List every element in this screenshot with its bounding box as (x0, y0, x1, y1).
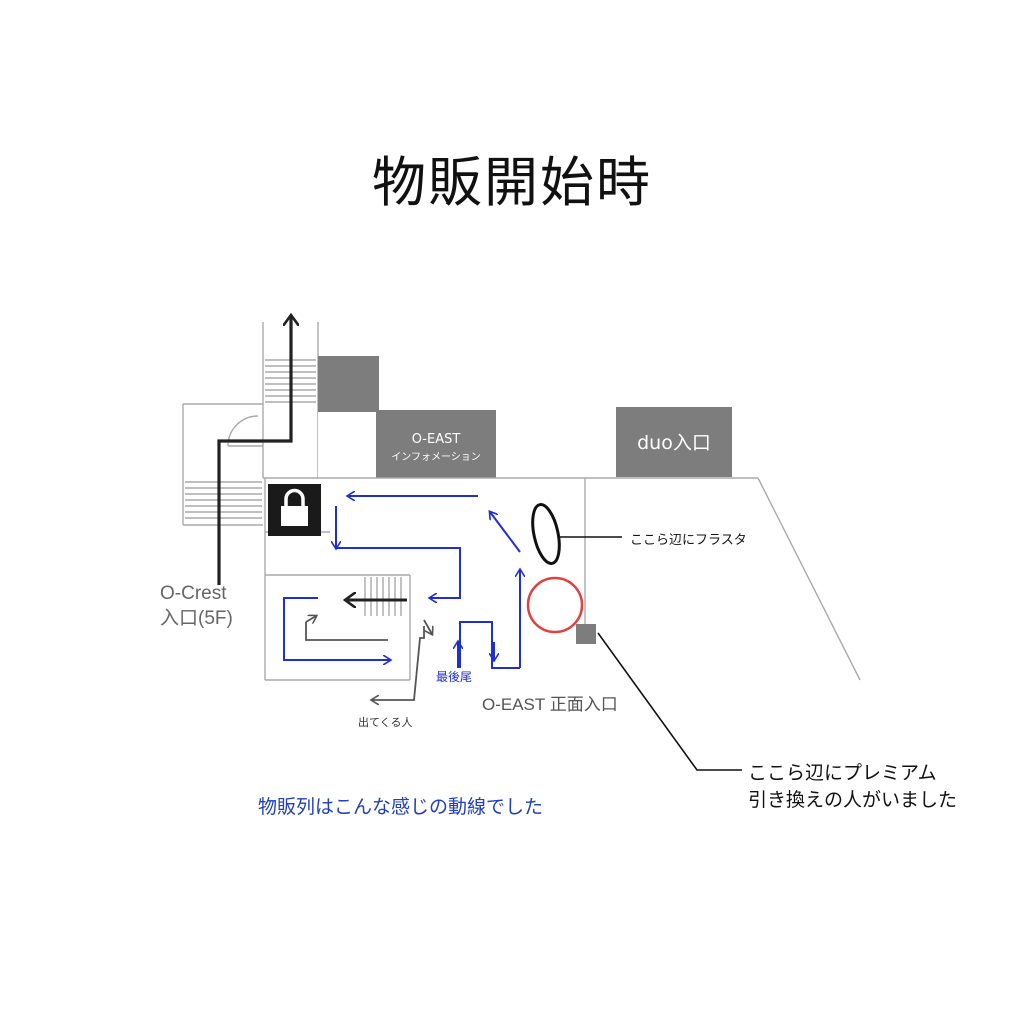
flower-stand-note: ここら辺にフラスタ (630, 533, 747, 548)
last-in-line-label: 最後尾 (436, 670, 472, 684)
exit-arrow-out (372, 626, 425, 700)
premium-exchange-note: ここら辺にプレミアム 引き換えの人がいました (748, 760, 957, 814)
small-gray-square (576, 624, 596, 644)
queue-arrow-tail (459, 621, 500, 669)
queue-route (283, 496, 521, 669)
duo-entrance-box (616, 407, 732, 477)
exit-arrow-down (423, 619, 432, 634)
floor-outline (263, 477, 861, 681)
duo-entrance-label: duo入口 (637, 432, 711, 454)
premium-note-line1: ここら辺にプレミアム (748, 762, 937, 784)
gray-block-upper (318, 356, 379, 412)
flower-stand-marker (531, 503, 561, 565)
queue-arrow-inner-loop (283, 597, 390, 660)
exit-route (305, 616, 432, 700)
premium-note-line2: 引き換えの人がいました (748, 789, 958, 811)
oeast-main-entrance-label: O-EAST 正面入口 (482, 695, 618, 714)
gray-block-middle (318, 412, 376, 478)
ocrest-route-arrow (217, 316, 291, 585)
route-caption: 物販列はこんな感じの動線でした (258, 796, 544, 818)
oeast-info-label: O-EAST (412, 432, 461, 447)
ocrest-entrance-label: 入口(5F) (160, 608, 233, 629)
ocrest-label: O-Crest (160, 583, 227, 604)
exit-arrow-inner-head (305, 616, 316, 622)
stair-treads-lower (185, 481, 262, 519)
oeast-information-box (376, 410, 496, 478)
people-exiting-label: 出てくる人 (358, 715, 412, 729)
left-stairwell (182, 322, 319, 526)
exit-arrow-inner (305, 622, 388, 641)
queue-arrow-diagonal (490, 512, 521, 553)
premium-leader (597, 632, 742, 771)
premium-exchange-marker (526, 576, 584, 634)
oeast-info-sublabel: インフォメーション (391, 452, 481, 463)
queue-arrow-middle (336, 547, 461, 598)
locker-icon (268, 484, 321, 536)
stair-treads-inner (364, 577, 402, 616)
page-title: 物販開始時 (372, 151, 652, 214)
